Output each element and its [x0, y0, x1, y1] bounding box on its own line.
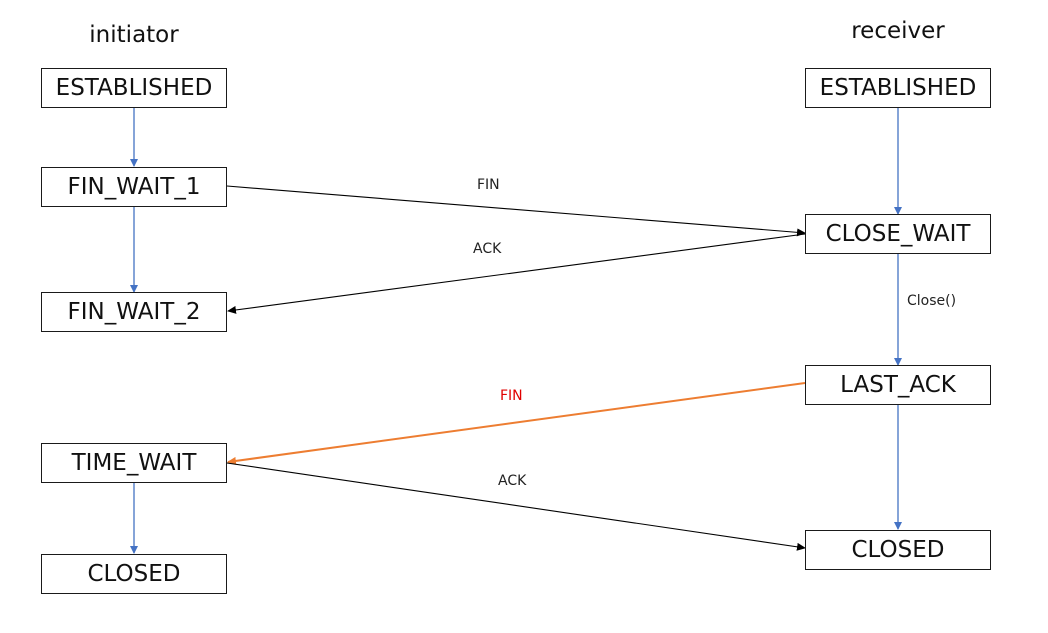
receiver-state-last-ack: LAST_ACK [805, 365, 991, 405]
message-fin-label: FIN [477, 177, 500, 193]
initiator-state-time-wait: TIME_WAIT [41, 443, 227, 483]
initiator-heading: initiator [89, 22, 179, 48]
receiver-heading: receiver [851, 18, 945, 44]
close-call-label: Close() [907, 293, 957, 309]
initiator-state-fin-wait-1: FIN_WAIT_1 [41, 167, 227, 207]
message-ack-label: ACK [473, 241, 502, 257]
message-final-ack-arrow [226, 462, 806, 551]
receiver-state-closed: CLOSED [805, 530, 991, 570]
receiver-state-established: ESTABLISHED [805, 68, 991, 108]
initiator-state-established: ESTABLISHED [41, 68, 227, 108]
receiver-state-close-wait: CLOSE_WAIT [805, 214, 991, 254]
message-final-fin-arrow [227, 382, 806, 465]
message-final-ack-label: ACK [498, 473, 527, 489]
initiator-state-closed: CLOSED [41, 554, 227, 594]
message-fin-arrow [226, 185, 806, 237]
message-final-fin-label: FIN [500, 388, 523, 404]
message-ack-arrow [227, 233, 806, 314]
initiator-state-fin-wait-2: FIN_WAIT_2 [41, 292, 227, 332]
